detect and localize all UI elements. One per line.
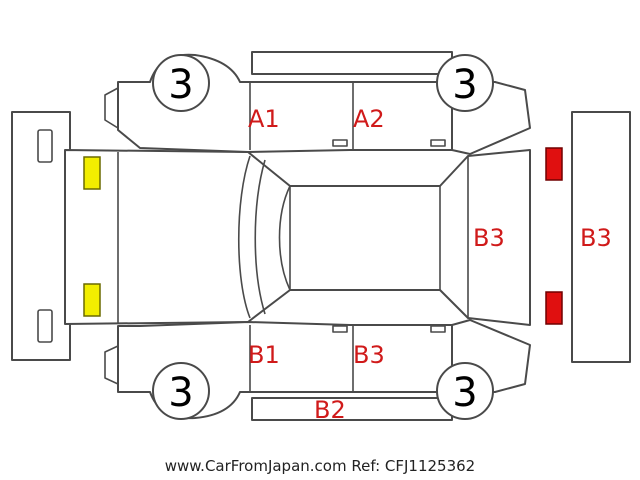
marker-front-right-door: A2 — [353, 105, 385, 133]
wheel-rear-left: 3 — [152, 362, 210, 420]
wheel-rear-right-label: 3 — [452, 370, 477, 416]
marker-rear-right-door: B3 — [353, 341, 385, 369]
wheel-front-right: 3 — [436, 54, 494, 112]
marker-right-sill: B2 — [314, 396, 346, 424]
marker-front-left-door: A1 — [248, 105, 280, 133]
marker-rear-bumper: B3 — [580, 224, 612, 252]
marker-rear-window: B3 — [473, 224, 505, 252]
reference-caption: www.CarFromJapan.com Ref: CFJ1125362 — [164, 457, 476, 475]
headlight-bottom — [83, 283, 101, 317]
tail-light-bottom — [545, 291, 563, 325]
wheel-rear-right: 3 — [436, 362, 494, 420]
wheel-front-right-label: 3 — [452, 62, 477, 108]
wheel-front-left: 3 — [152, 54, 210, 112]
front-bumper — [11, 111, 71, 361]
headlight-top — [83, 156, 101, 190]
tail-light-top — [545, 147, 563, 181]
car-body — [64, 149, 531, 326]
windshield — [238, 155, 291, 319]
rear-bumper — [571, 111, 631, 363]
wheel-rear-left-label: 3 — [168, 370, 193, 416]
marker-rear-left-door: B1 — [248, 341, 280, 369]
wheel-front-left-label: 3 — [168, 62, 193, 108]
